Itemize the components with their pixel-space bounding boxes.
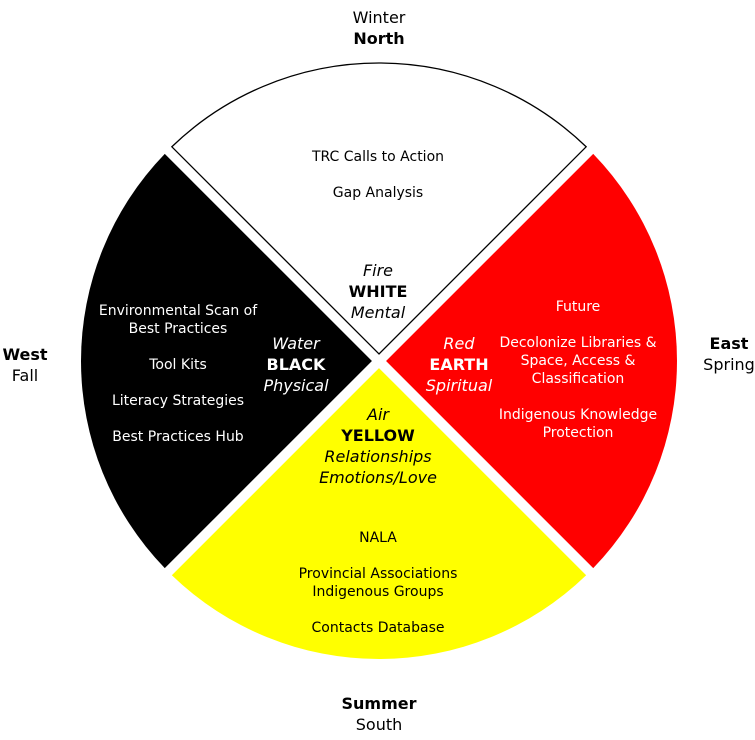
east-aspect: Spiritual (425, 376, 493, 395)
south-element: Air (367, 405, 389, 424)
west-color: BLACK (266, 355, 326, 374)
west-quadrant (80, 153, 372, 569)
north-direction: North (353, 29, 405, 48)
west-item: Environmental Scan of Best Practices (98, 303, 258, 337)
south-season: South (355, 715, 403, 734)
west-season: Fall (11, 366, 39, 385)
west-item: Best Practices Hub (112, 429, 244, 445)
west-items: Environmental Scan of Best Practices Too… (93, 302, 263, 464)
south-attributes: Air YELLOW Relationships Emotions/Love (319, 404, 437, 488)
north-items: TRC Calls to Action Gap Analysis (312, 148, 444, 220)
north-quadrant (170, 62, 588, 355)
east-attributes: Red EARTH Spiritual (426, 333, 492, 396)
north-attributes: Fire WHITE Mental (349, 260, 408, 323)
east-quadrant (386, 153, 678, 569)
south-item: Contacts Database (311, 620, 445, 636)
east-element: Red (443, 334, 475, 353)
west-label: West Fall (2, 344, 47, 386)
east-season: Spring (703, 355, 755, 374)
south-label: Summer South (342, 693, 417, 735)
east-item: Decolonize Libraries & Space, Access & C… (499, 335, 657, 387)
south-direction: Summer (341, 694, 417, 713)
east-color: EARTH (429, 355, 489, 374)
north-label: Winter North (353, 7, 406, 49)
north-item: TRC Calls to Action (311, 149, 445, 165)
east-item: Future (555, 299, 601, 315)
west-item: Tool Kits (149, 357, 207, 373)
south-items: NALA Provincial Associations Indigenous … (288, 529, 468, 655)
north-season: Winter (352, 8, 406, 27)
east-direction: East (709, 334, 749, 353)
south-quadrant (171, 368, 587, 659)
west-item: Literacy Strategies (111, 393, 245, 409)
north-color: WHITE (348, 282, 408, 301)
north-aspect: Mental (350, 303, 406, 322)
south-item: NALA (359, 530, 397, 546)
east-items: Future Decolonize Libraries & Space, Acc… (493, 298, 663, 460)
south-aspect2: Emotions/Love (319, 468, 437, 487)
west-attributes: Water BLACK Physical (263, 333, 328, 396)
north-element: Fire (362, 261, 394, 280)
east-item: Indigenous Knowledge Protection (498, 407, 658, 441)
north-item: Gap Analysis (332, 185, 424, 201)
south-color: YELLOW (341, 426, 415, 445)
south-aspect: Relationships (324, 447, 432, 466)
east-label: East Spring (703, 333, 755, 375)
south-item: Provincial Associations Indigenous Group… (298, 566, 458, 600)
west-element: Water (272, 334, 320, 353)
west-direction: West (2, 345, 48, 364)
west-aspect: Physical (263, 376, 329, 395)
